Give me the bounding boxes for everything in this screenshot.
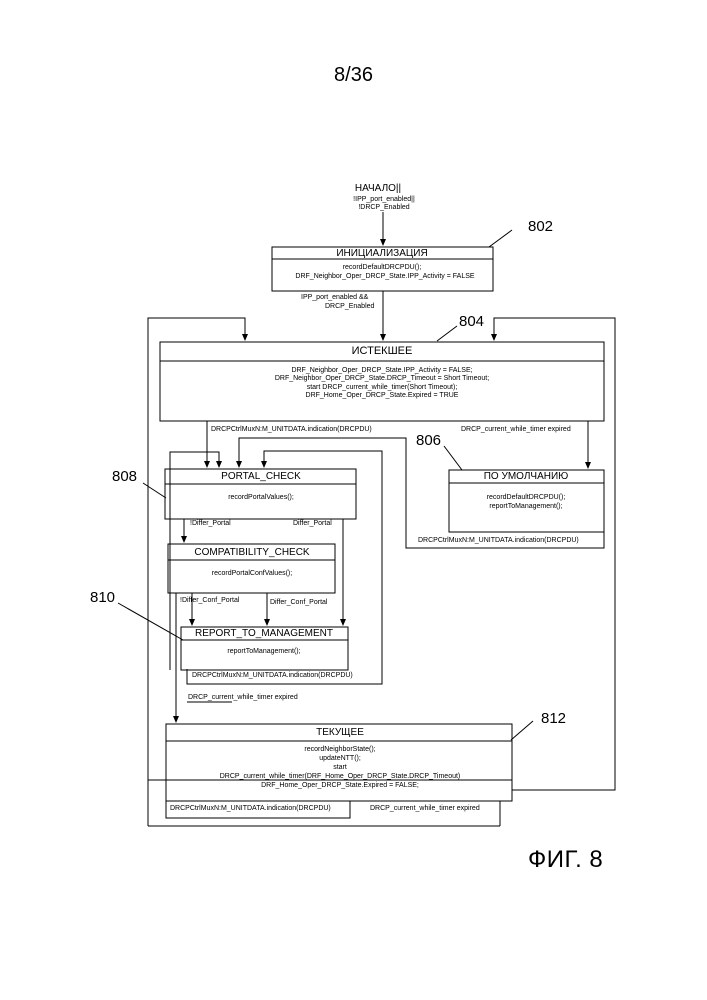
expired-action-2: DRF_Neighbor_Oper_DRCP_State.DRCP_Timeou… [275,375,489,382]
ref-808: 808 [112,469,137,484]
report-to-management-action-1: reportToManagement(); [227,648,300,655]
initialize-title: ИНИЦИАЛИЗАЦИЯ [336,249,427,259]
current-action-5: DRF_Home_Oper_DRCP_State.Expired = FALSE… [261,782,419,789]
current-title: ТЕКУЩЕЕ [316,728,364,738]
expired-action-4: DRF_Home_Oper_DRCP_State.Expired = TRUE [306,392,459,399]
transition-timer-expired-2: DRCP_current_while_timer expired [188,694,298,701]
init-transition-1: IPP_port_enabled && [301,294,368,301]
init-transition-2: DRCP_Enabled [325,303,374,310]
start-label: НАЧАЛО|| [355,184,401,194]
ref-806: 806 [416,433,441,448]
initialize-action-2: DRF_Neighbor_Oper_DRCP_State.IPP_Activit… [295,273,474,280]
transition-unitdata-expired: DRCPCtrlMuxN:M_UNITDATA.indication(DRCPD… [211,426,372,433]
expired-title: ИСТЕКШЕЕ [352,346,413,357]
ref-812: 812 [541,711,566,726]
transition-differ-conf-portal: Differ_Conf_Portal [270,599,327,606]
transition-not-differ-portal: !Differ_Portal [190,520,231,527]
transition-not-differ-conf-portal: !Differ_Conf_Portal [180,597,239,604]
defaulted-action-2: reportToManagement(); [489,503,562,510]
start-condition-1: !IPP_port_enabled|| [353,196,415,203]
start-condition-2: !DRCP_Enabled [358,204,409,211]
compatibility-check-title: COMPATIBILITY_CHECK [194,548,309,558]
initialize-action-1: recordDefaultDRCPDU(); [343,264,422,271]
defaulted-title: ПО УМОЛЧАНИЮ [484,472,569,482]
defaulted-action-1: recordDefaultDRCPDU(); [487,494,566,501]
transition-timer-expired-1: DRCP_current_while_timer expired [461,426,571,433]
ref-810: 810 [90,590,115,605]
transition-timer-expired-3: DRCP_current_while_timer expired [370,805,480,812]
portal-check-action-1: recordPortalValues(); [228,494,294,501]
portal-check-title: PORTAL_CHECK [221,472,301,482]
transition-unitdata-report: DRCPCtrlMuxN:M_UNITDATA.indication(DRCPD… [192,672,353,679]
transition-unitdata-current: DRCPCtrlMuxN:M_UNITDATA.indication(DRCPD… [170,805,331,812]
report-to-management-title: REPORT_TO_MANAGEMENT [195,629,333,639]
current-action-2: updateNTT(); [319,755,361,762]
expired-action-3: start DRCP_current_while_timer(Short Tim… [307,384,458,391]
current-action-4: DRCP_current_while_timer(DRF_Home_Oper_D… [220,773,461,780]
current-action-3: start [333,764,347,771]
ref-804: 804 [459,314,484,329]
transition-unitdata-defaulted: DRCPCtrlMuxN:M_UNITDATA.indication(DRCPD… [418,537,579,544]
expired-action-1: DRF_Neighbor_Oper_DRCP_State.IPP_Activit… [291,367,472,374]
current-action-1: recordNeighborState(); [304,746,375,753]
compatibility-check-action-1: recordPortalConfValues(); [212,570,292,577]
transition-differ-portal: Differ_Portal [293,520,332,527]
ref-802: 802 [528,219,553,234]
